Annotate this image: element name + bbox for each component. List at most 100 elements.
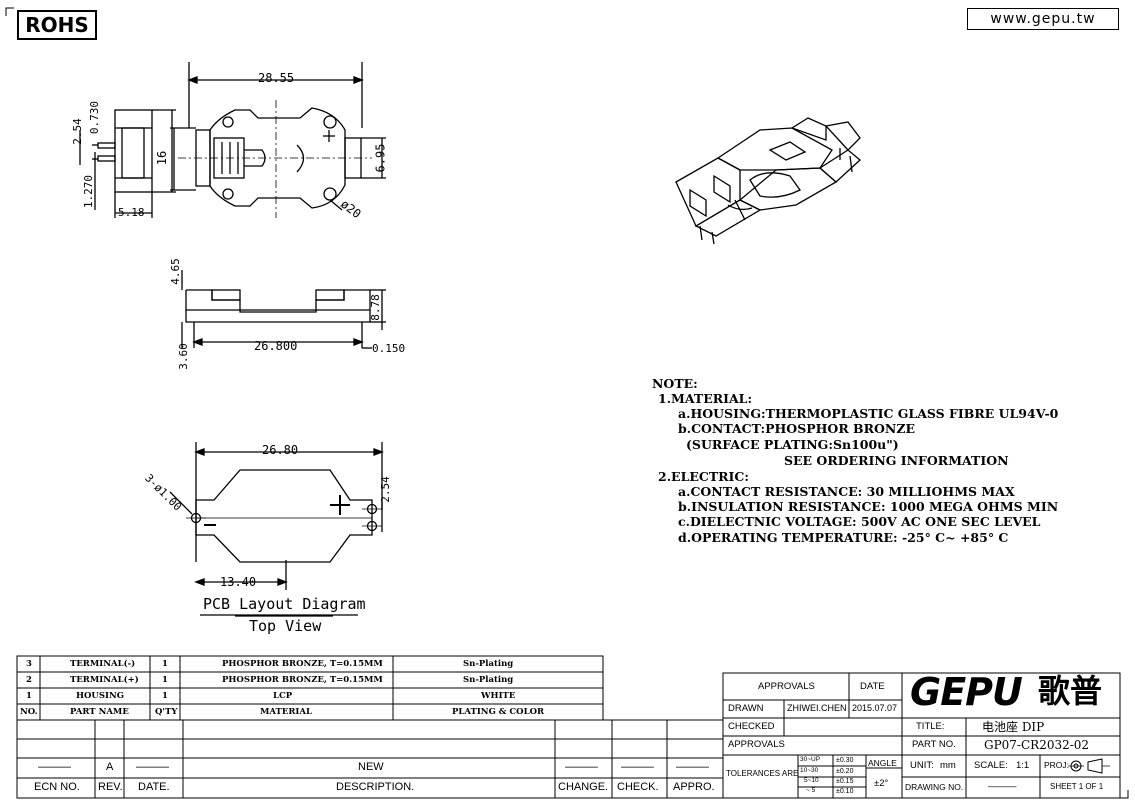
- bom-row-part: TERMINAL(-): [70, 659, 136, 669]
- tb-sheet: SHEET 1 OF 1: [1050, 782, 1104, 791]
- tb-checked: CHECKED: [728, 721, 775, 732]
- bom-row-plating: WHITE: [481, 691, 516, 701]
- bom-row-no: 1: [26, 691, 32, 701]
- dim-height: 8.78: [368, 294, 382, 321]
- rev-header-check: CHECK.: [617, 781, 659, 793]
- dim-width: 16: [155, 150, 170, 166]
- note-line: d.OPERATING TEMPERATURE: -25° C~ +85° C: [678, 530, 1009, 545]
- tb-drawn: DRAWN: [728, 703, 764, 714]
- bom-row-plating: Sn-Plating: [463, 675, 514, 685]
- tb-unit: mm: [940, 760, 956, 771]
- bom-row-no: 2: [26, 675, 32, 685]
- bom-row-plating: Sn-Plating: [463, 659, 514, 669]
- website-label: www.gepu.tw: [967, 8, 1119, 30]
- bom-header-no: NO.: [20, 707, 38, 717]
- bom-row-material: PHOSPHOR BRONZE, T=0.15MM: [222, 659, 383, 669]
- note-line: a.CONTACT RESISTANCE: 30 MILLIOHMS MAX: [678, 484, 1015, 499]
- rohs-badge: ROHS: [17, 10, 97, 40]
- rev-ecn-value: ———: [38, 761, 71, 773]
- rev-check-value: ———: [621, 761, 654, 773]
- bom-row-qty: 1: [162, 691, 168, 701]
- dim-pin-tol: 0.150: [372, 342, 406, 355]
- tb-title-label: TITLE:: [916, 721, 945, 732]
- pcb-subtitle: Top View: [249, 617, 322, 635]
- dim-pin-span: 26.800: [254, 339, 298, 353]
- tb-angle-label: ANGLE: [868, 758, 897, 768]
- top-view: [170, 62, 386, 218]
- tb-drawing-label: DRAWING NO.: [905, 782, 964, 792]
- tb-title: 电池座 DIP: [982, 720, 1045, 734]
- dim-top: 4.65: [168, 258, 182, 285]
- dim-length: 28.55: [258, 71, 295, 85]
- dim-hole-pitch: 2.54: [378, 476, 392, 503]
- dim-pin-offset: 1.270: [82, 174, 96, 209]
- tb-tol-range: 5~10: [804, 777, 819, 784]
- tb-tol-value: ±0.10: [836, 788, 854, 795]
- tb-drawn-by: ZHIWEI.CHEN: [787, 703, 847, 713]
- note-line: 2.ELECTRIC:: [658, 469, 749, 484]
- dim-pcb-width: 26.80: [262, 443, 299, 457]
- side-view: [79, 109, 176, 218]
- rev-header-date: DATE.: [138, 781, 170, 793]
- gepu-logo-cn: 歌普: [1038, 672, 1103, 710]
- rev-header-desc: DESCRIPTION.: [336, 781, 415, 793]
- tb-approvals-row: APPROVALS: [728, 739, 785, 750]
- note-line: b.CONTACT:PHOSPHOR BRONZE: [678, 421, 915, 436]
- dim-terminal-height: 6.95: [373, 143, 388, 173]
- rev-desc-value: NEW: [358, 761, 384, 773]
- bom-header-material: MATERIAL: [260, 707, 312, 717]
- note-line: SEE ORDERING INFORMATION: [784, 453, 1009, 468]
- title-block-grid: [722, 672, 1121, 799]
- tb-tol-range: ~ 5: [806, 787, 816, 794]
- rev-appro-value: ———: [676, 761, 709, 773]
- rev-rev-value: A: [106, 761, 114, 773]
- rev-header-appro: APPRO.: [673, 781, 715, 793]
- bom-header-qty: Q'TY: [155, 707, 178, 717]
- dim-depth: 5.18: [118, 206, 145, 219]
- tb-approvals: APPROVALS: [758, 681, 815, 692]
- bom-row-material: PHOSPHOR BRONZE, T=0.15MM: [222, 675, 383, 685]
- tb-tol-value: ±0.15: [836, 778, 854, 785]
- tb-drawn-date: 2015.07.07: [852, 703, 898, 713]
- bom-row-part: TERMINAL(+): [70, 675, 139, 685]
- dim-pin-length: 3.60: [176, 343, 190, 370]
- tb-tol-value: ±0.30: [836, 757, 854, 764]
- note-line: c.DIELECTNIC VOLTAGE: 500V AC ONE SEC LE…: [678, 514, 1041, 529]
- pcb-title: PCB Layout Diagram: [203, 595, 366, 613]
- tb-tolerances: TOLERANCES ARE: [726, 769, 799, 778]
- gepu-logo: GEPU: [910, 670, 1023, 714]
- rev-date-value: ———: [136, 761, 169, 773]
- bom-row-material: LCP: [273, 691, 293, 701]
- note-line: (SURFACE PLATING:Sn100u"): [686, 437, 899, 452]
- dim-pin-pitch: 2.54: [70, 118, 84, 145]
- rev-header-change: CHANGE.: [558, 781, 609, 793]
- note-line: 1.MATERIAL:: [658, 391, 753, 406]
- tb-tol-range: 10~30: [800, 767, 819, 774]
- notes-heading: NOTE:: [652, 376, 698, 391]
- bom-row-qty: 1: [162, 675, 168, 685]
- bom-row-no: 3: [26, 659, 32, 669]
- tb-tol-value: ±0.20: [836, 768, 854, 775]
- tb-tol-range: 30~UP: [800, 756, 821, 763]
- bom-header-part: PART NAME: [70, 707, 129, 717]
- bom-header-plating: PLATING & COLOR: [452, 707, 545, 717]
- dim-pin-thickness: 0.730: [88, 100, 102, 135]
- tb-scale: 1:1: [1016, 760, 1030, 771]
- rev-header-rev: REV.: [98, 781, 123, 793]
- tb-angle-value: ±2°: [874, 778, 889, 789]
- dim-center: 13.40: [220, 575, 257, 589]
- tb-part-no: GP07-CR2032-02: [984, 738, 1090, 752]
- note-line: b.INSULATION RESISTANCE: 1000 MEGA OHMS …: [678, 499, 1059, 514]
- tb-proj-label: PROJ:: [1044, 760, 1070, 770]
- rev-header-ecn: ECN NO.: [34, 781, 80, 793]
- bom-row-part: HOUSING: [76, 691, 124, 701]
- tb-scale-label: SCALE:: [974, 760, 1008, 771]
- front-view: [181, 270, 386, 349]
- tb-unit-label: UNIT:: [910, 760, 934, 771]
- isometric-view: [675, 117, 861, 245]
- note-line: a.HOUSING:THERMOPLASTIC GLASS FIBRE UL94…: [678, 406, 1059, 421]
- tb-part-label: PART NO.: [912, 739, 956, 750]
